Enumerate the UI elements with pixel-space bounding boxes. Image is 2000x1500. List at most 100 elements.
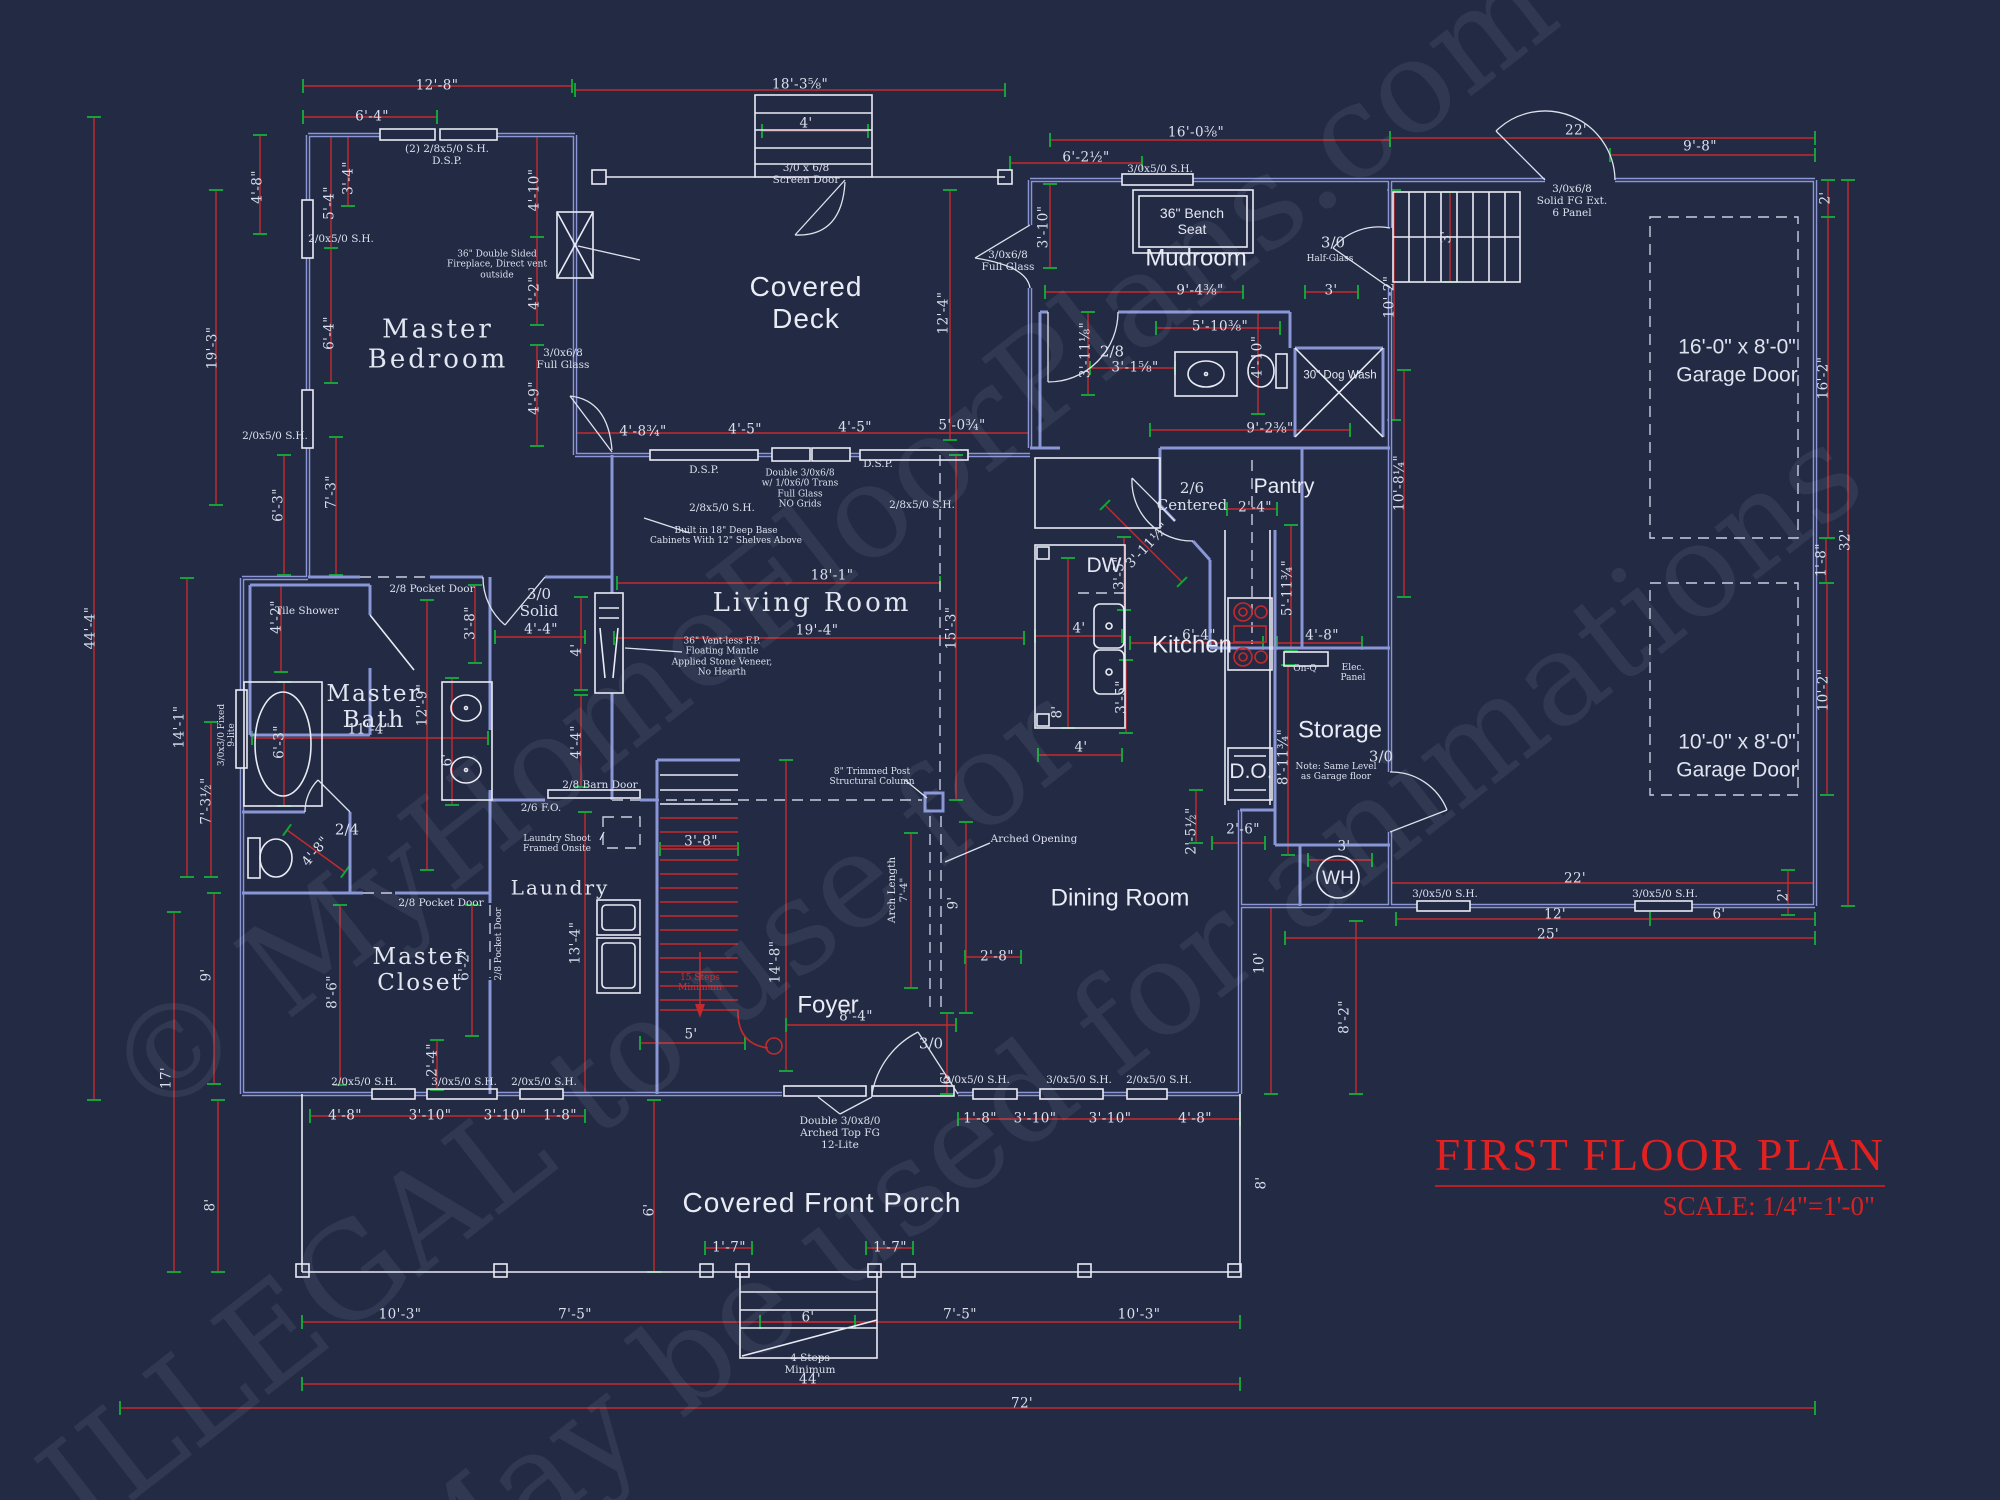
- dim-label: Arch Length 7'-4": [886, 856, 910, 924]
- dim-label: Arched Opening: [990, 833, 1078, 846]
- dim-label: 3/0 Solid: [519, 584, 559, 620]
- dim-label: 8'-11¾": [1275, 728, 1292, 786]
- room-label-master-bath: Master Bath: [326, 680, 422, 733]
- dim-label: Half-Glass: [1306, 253, 1354, 264]
- dim-label: 7'-5": [943, 1306, 977, 1323]
- garage-door-16-label: 16'-0" x 8'-0" Garage Door: [1676, 335, 1798, 387]
- dim-label: 4'-10": [526, 168, 543, 212]
- dim-label: 8': [1253, 1176, 1270, 1190]
- dim-label: 10'-8¼": [1391, 454, 1408, 512]
- dim-label: 12': [1543, 906, 1567, 923]
- dim-label: 1'-7": [712, 1239, 746, 1256]
- dim-label: 2': [1775, 888, 1792, 902]
- dim-label: 9': [198, 968, 215, 982]
- dim-label: 8': [1049, 705, 1066, 719]
- dim-label: 3/0x5/0 S.H.: [1632, 888, 1698, 901]
- dim-label: 2/8 Pocket Door: [493, 907, 504, 981]
- room-label-foyer: Foyer: [797, 991, 859, 1019]
- dim-label: 15'-3": [943, 606, 960, 650]
- dim-label: 6'-2": [456, 947, 473, 981]
- dim-label: D.S.P.: [689, 464, 719, 477]
- dim-label: 3'-4": [340, 161, 357, 195]
- dim-label: 6': [1712, 906, 1726, 923]
- dim-label: 4'-8": [1178, 1110, 1212, 1127]
- dim-label: 11'-4": [347, 721, 391, 738]
- dim-label: 2/8 Pocket Door: [398, 897, 484, 910]
- dim-label: 1'-7": [873, 1239, 907, 1256]
- dim-label: 4': [799, 115, 813, 132]
- dim-label: 14'-1": [171, 705, 188, 749]
- dim-label: 3'-8": [462, 606, 479, 640]
- dim-label: 2'-5½": [1183, 807, 1200, 855]
- dim-label: 12'-4": [935, 291, 952, 335]
- dim-label: 10'-2": [1381, 275, 1398, 319]
- dim-label: Laundry Shoot Framed Onsite: [522, 833, 592, 854]
- dim-label: Built in 18" Deep Base Cabinets With 12"…: [650, 525, 802, 546]
- dim-label: 25': [1536, 926, 1560, 943]
- dim-label: 3': [1337, 838, 1351, 855]
- dim-label: 6': [439, 753, 456, 767]
- dim-label: 6'-4": [1182, 627, 1216, 644]
- dim-label: 3/0: [1368, 747, 1394, 766]
- room-label-storage: Storage: [1297, 716, 1383, 744]
- dim-label: 4'-10": [1249, 335, 1266, 379]
- bench-seat-label: 36" Bench Seat: [1159, 205, 1225, 237]
- plan-title: FIRST FLOOR PLAN: [1434, 1128, 1885, 1187]
- dim-label: 2'-8": [980, 948, 1014, 965]
- dim-label: 10'-3": [378, 1306, 422, 1323]
- dim-label: 9'-2⅜": [1246, 420, 1294, 437]
- dim-label: 3/0x5/0 S.H.: [431, 1076, 497, 1089]
- dim-label: 12'-9": [414, 683, 431, 727]
- dim-label: 5'-0¾": [938, 417, 986, 434]
- room-label-tile-shower: Tile Shower: [275, 605, 339, 618]
- dim-label: 6'-3": [271, 725, 288, 759]
- dim-label: 3/0x6/8 Full Glass: [981, 249, 1035, 273]
- dim-label: 15 Steps Minimum: [678, 972, 722, 993]
- room-label-covered-deck: Covered Deck: [749, 271, 863, 334]
- dim-label: 3': [1324, 282, 1338, 299]
- dim-label: 3': [1438, 230, 1455, 244]
- dim-label: 2'-4": [424, 1043, 441, 1077]
- dim-label: 4': [1072, 620, 1086, 637]
- room-label-living-room: Living Room: [712, 588, 912, 619]
- dim-label: 36" Vent-less F.P. Floating Mantle Appli…: [671, 636, 773, 678]
- dim-label: 14'-8": [767, 940, 784, 984]
- dim-label: 19'-4": [795, 622, 839, 639]
- dim-label: 2': [1817, 191, 1834, 205]
- dim-label: 8'-4": [839, 1008, 873, 1025]
- room-label-laundry: Laundry: [510, 875, 610, 900]
- dim-label: D.S.P.: [863, 458, 893, 471]
- dim-label: 5'-11¾": [1279, 559, 1296, 617]
- dim-label: 3/0: [918, 1034, 944, 1053]
- dim-label: 2'-6": [1226, 821, 1260, 838]
- room-label-mudroom: Mudroom: [1145, 244, 1247, 272]
- dim-label: 10'-2": [1815, 668, 1832, 712]
- dim-label: 2/0x5/0 S.H.: [331, 1076, 397, 1089]
- dim-label: 3/0x6/8 Solid FG Ext. 6 Panel: [1536, 183, 1608, 219]
- title-block: FIRST FLOOR PLAN SCALE: 1/4"=1'-0": [1434, 1128, 1885, 1222]
- dim-label: 7'-3": [323, 475, 340, 509]
- dim-label: 2/0x5/0 S.H.: [308, 233, 374, 246]
- dim-label: 3'-1⅝": [1111, 359, 1159, 376]
- dim-label: Note: Same Level as Garage floor: [1295, 761, 1377, 782]
- dim-label: 4'-8": [328, 1107, 362, 1124]
- dim-label: 16'-2": [1815, 356, 1832, 400]
- dim-label: 4'-5": [728, 421, 762, 438]
- dim-label: 2/0x5/0 S.H.: [242, 430, 308, 443]
- dim-label: 8'-2": [1336, 1000, 1353, 1034]
- dim-label: 1'-8": [963, 1110, 997, 1127]
- dim-label: 7'-3½": [198, 777, 215, 825]
- room-label-kitchen: Kitchen: [1151, 631, 1233, 659]
- dim-label: 5': [684, 1026, 698, 1043]
- dim-label: 3'-8": [684, 833, 718, 850]
- dim-label: 4'-8¾": [619, 423, 667, 440]
- dim-label: 2/8 Pocket Door: [389, 583, 475, 596]
- dim-label: 6'-4": [321, 316, 338, 350]
- room-label-pantry: Pantry: [1253, 475, 1315, 499]
- dim-label: 4'-4": [524, 621, 558, 638]
- dim-label: 3'-5": [1113, 680, 1130, 714]
- garage-door-10-label: 10'-0" x 8'-0" Garage Door: [1676, 730, 1798, 782]
- dim-label: 4'-2": [268, 600, 285, 634]
